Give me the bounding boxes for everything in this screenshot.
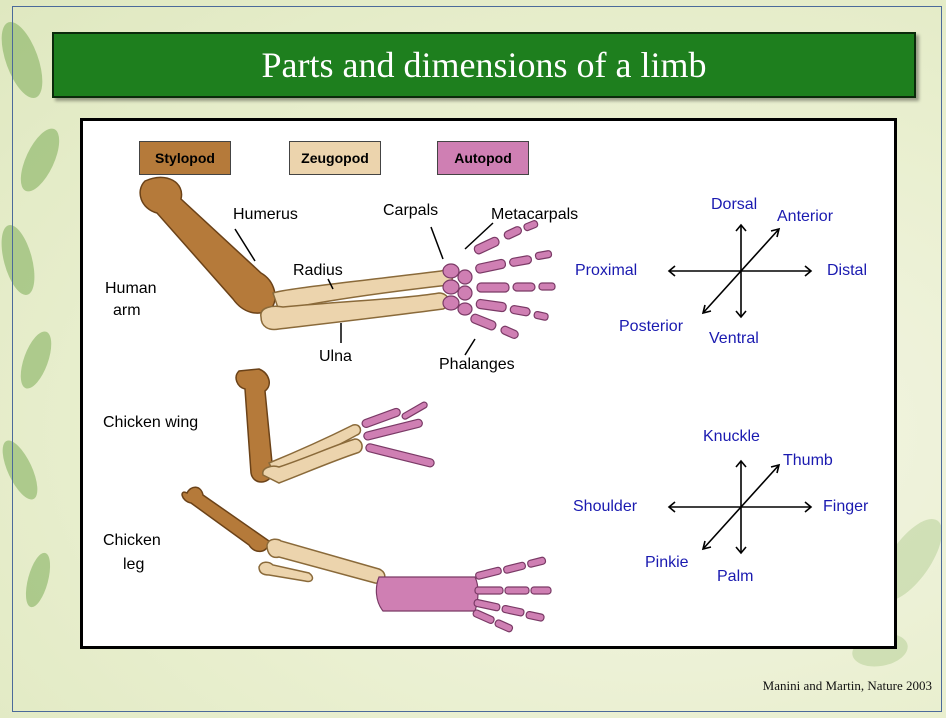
wing-humerus xyxy=(236,369,273,482)
dir-distal: Distal xyxy=(827,261,867,280)
leg-femur xyxy=(182,487,269,551)
label-phalanges: Phalanges xyxy=(439,355,515,374)
wing-hand xyxy=(361,401,435,468)
leg-fibula xyxy=(259,562,312,581)
slide-title: Parts and dimensions of a limb xyxy=(262,44,707,86)
dir-shoulder: Shoulder xyxy=(573,497,637,516)
label-ulna: Ulna xyxy=(319,347,352,366)
dir-knuckle: Knuckle xyxy=(703,427,760,446)
human-arm-bones xyxy=(140,177,555,339)
legend-autopod: Autopod xyxy=(437,141,529,175)
title-bar: Parts and dimensions of a limb xyxy=(52,32,916,98)
citation: Manini and Martin, Nature 2003 xyxy=(763,678,932,694)
label-human-line1: Human xyxy=(105,279,157,298)
legend-zeugopod: Zeugopod xyxy=(289,141,381,175)
label-radius: Radius xyxy=(293,261,343,280)
dir-posterior: Posterior xyxy=(619,317,683,336)
label-human-line2: arm xyxy=(113,301,141,320)
leg-toes xyxy=(472,557,551,633)
leg-tarsometatarsus xyxy=(376,577,478,611)
dir-ventral: Ventral xyxy=(709,329,759,348)
dir-finger: Finger xyxy=(823,497,868,516)
label-metacarpals: Metacarpals xyxy=(491,205,578,224)
dir-palm: Palm xyxy=(717,567,753,586)
label-carpals: Carpals xyxy=(383,201,438,220)
legend-stylopod: Stylopod xyxy=(139,141,231,175)
dir-anterior: Anterior xyxy=(777,207,833,226)
human-hand-bones xyxy=(443,220,555,340)
label-chicken-leg-line2: leg xyxy=(123,555,144,574)
chicken-wing-bones xyxy=(236,369,435,483)
hand-axis-cross xyxy=(669,461,811,553)
anatomical-axis-cross xyxy=(669,225,811,317)
dir-thumb: Thumb xyxy=(783,451,833,470)
figure-panel: Stylopod Zeugopod Autopod Humerus Radius… xyxy=(80,118,897,649)
label-chicken-wing: Chicken wing xyxy=(103,413,198,432)
limb-illustration xyxy=(83,121,894,646)
label-chicken-leg-line1: Chicken xyxy=(103,531,161,550)
dir-dorsal: Dorsal xyxy=(711,195,757,214)
humerus-bone xyxy=(140,177,275,313)
label-humerus: Humerus xyxy=(233,205,298,224)
chicken-leg-bones xyxy=(182,487,551,632)
dir-pinkie: Pinkie xyxy=(645,553,689,572)
dir-proximal: Proximal xyxy=(575,261,637,280)
